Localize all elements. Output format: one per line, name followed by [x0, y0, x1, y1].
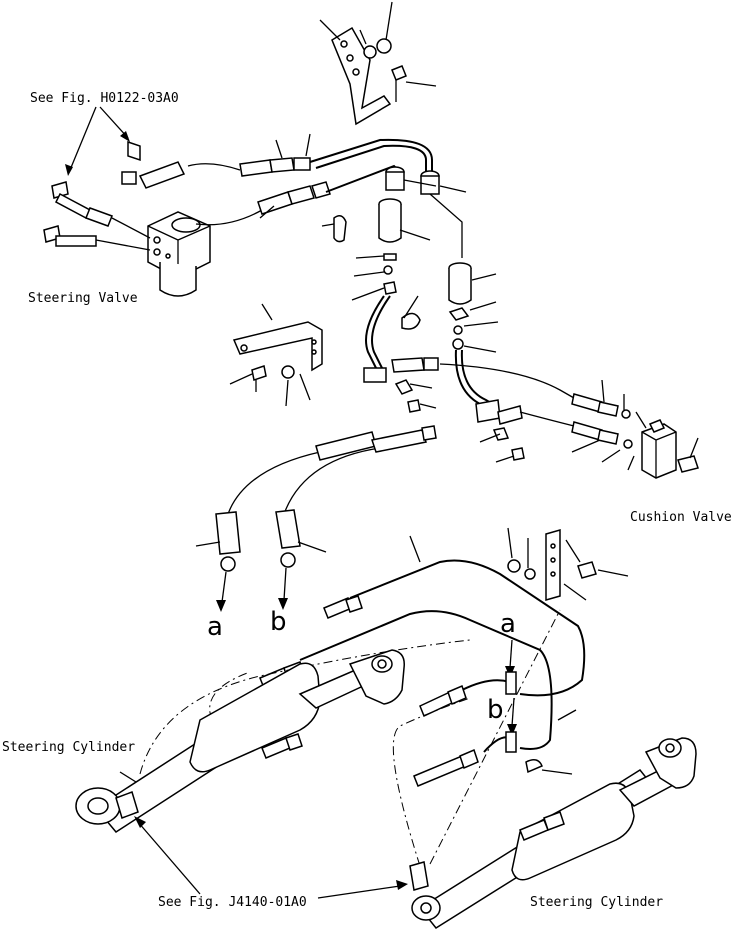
leader-lines: [119, 133, 335, 783]
upper-bracket: [319, 1, 437, 126]
connector-b-left-label: b: [270, 607, 287, 637]
tube-middle-1: [365, 295, 385, 369]
hose-valve-lower: [195, 209, 263, 226]
lower-right-bracket: [507, 527, 629, 601]
connector-b-right-label: b: [487, 695, 504, 725]
hose-cushion-upper: [439, 363, 575, 399]
steering-cylinder-right-label: Steering Cylinder: [530, 895, 663, 910]
tube-top-1: [309, 138, 433, 172]
hose-end-fittings-top: [239, 157, 331, 215]
connector-arrows-left: [216, 567, 288, 612]
see-fig-bottom-arrows: [134, 816, 408, 899]
steering-cylinder-right: [409, 737, 697, 929]
hose-to-b: [281, 447, 381, 521]
tube-cylinder-3: [461, 679, 511, 691]
hose-cushion-lower: [519, 411, 575, 427]
middle-small-parts: [351, 253, 421, 330]
hose-valve-upper: [187, 163, 241, 171]
central-tee-fittings: [363, 357, 525, 463]
long-hose-fittings: [195, 425, 437, 572]
see-fig-top-arrows: [65, 106, 130, 176]
right-column-fittings: [448, 262, 499, 353]
steering-valve-label: Steering Valve: [28, 291, 138, 306]
dashed-route-right: [392, 697, 471, 867]
middle-top-fittings: [333, 166, 467, 258]
cushion-valve-label: Cushion Valve: [630, 510, 732, 525]
see-fig-top-label: See Fig. H0122-03A0: [30, 91, 179, 106]
cushion-hose-fittings: [571, 379, 647, 471]
cushion-valve: [641, 419, 699, 479]
hose-to-a: [225, 451, 321, 521]
tube-top-1b: [315, 144, 427, 172]
tube-cylinder-2: [299, 610, 553, 750]
tube-middle-1b: [371, 295, 391, 369]
steering-cylinder-left: [75, 649, 405, 833]
dashed-route-left: [139, 639, 471, 775]
steering-cylinder-left-label: Steering Cylinder: [2, 740, 135, 755]
lower-middle-bracket: [229, 303, 323, 407]
tube-cylinder-1: [349, 559, 586, 697]
steering-valve: [147, 211, 211, 297]
connector-a-right-label: a: [500, 609, 516, 639]
steering-valve-fittings: [43, 140, 186, 251]
connector-a-left-label: a: [207, 612, 223, 642]
tube-middle-2b: [460, 349, 497, 407]
see-fig-bottom-label: See Fig. J4140-01A0: [158, 895, 307, 910]
